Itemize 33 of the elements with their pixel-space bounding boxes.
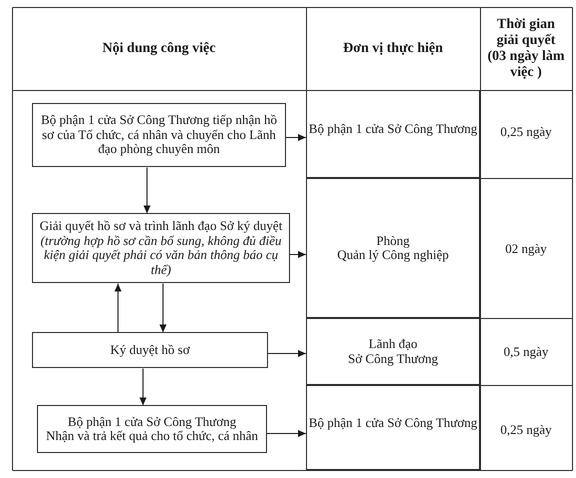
arrow bbox=[286, 134, 306, 141]
arrow bbox=[114, 283, 122, 333]
unit-name: Bộ phận 1 cửa Sở Công Thương bbox=[308, 122, 478, 136]
unit-cell bbox=[306, 318, 480, 385]
duration-label: 02 ngày bbox=[505, 240, 547, 256]
process-text: Nhận và trả kết quả cho tổ chức, cá nhân bbox=[46, 429, 258, 444]
duration-label: 0,25 ngày bbox=[500, 124, 552, 138]
unit-cell bbox=[306, 385, 480, 470]
process-box bbox=[32, 332, 268, 368]
column-header: Nội dung công việc bbox=[102, 40, 216, 56]
column-header: Đơn vị thực hiện bbox=[343, 40, 443, 56]
duration-label: 0,25 ngày bbox=[500, 422, 552, 437]
process-text: Bộ phận 1 cửa Sở Công Thương tiếp nhận hồ sơ của Tổ chức, cá nhân và chuyển cho Lãnh đạo phòng chuyên môn bbox=[41, 113, 277, 157]
arrow bbox=[144, 167, 150, 214]
duration-label: 0,5 ngày bbox=[504, 344, 548, 359]
process-text: Bộ phận 1 cửa Sở Công Thương bbox=[68, 414, 236, 429]
process-box bbox=[37, 405, 267, 453]
arrow bbox=[290, 251, 306, 258]
arrow bbox=[140, 368, 146, 406]
process-box bbox=[32, 103, 286, 167]
process-box bbox=[32, 213, 290, 283]
unit-name: Lãnh đạo Sở Công Thương bbox=[348, 337, 438, 366]
unit-name: Phòng Quản lý Công nghiệp bbox=[337, 234, 449, 262]
column-header: Thời gian giải quyết (03 ngày làm việc ) bbox=[488, 16, 564, 80]
unit-name: Bộ phận 1 cửa Sở Công Thương bbox=[308, 416, 478, 431]
unit-cell bbox=[306, 90, 480, 178]
unit-cell bbox=[306, 178, 480, 318]
process-text: Giải quyết hồ sơ và trình lãnh đạo Sở ký duyệt bbox=[40, 219, 282, 234]
arrow bbox=[268, 350, 306, 357]
arrow bbox=[160, 283, 166, 333]
arrow bbox=[266, 430, 306, 437]
process-text: Ký duyệt hồ sơ bbox=[110, 342, 190, 358]
note-text: (trường hợp hồ sơ cần bổ sung, không đủ điều kiện giải quyết phải có văn bản thông báo cụ thể) bbox=[40, 234, 282, 277]
